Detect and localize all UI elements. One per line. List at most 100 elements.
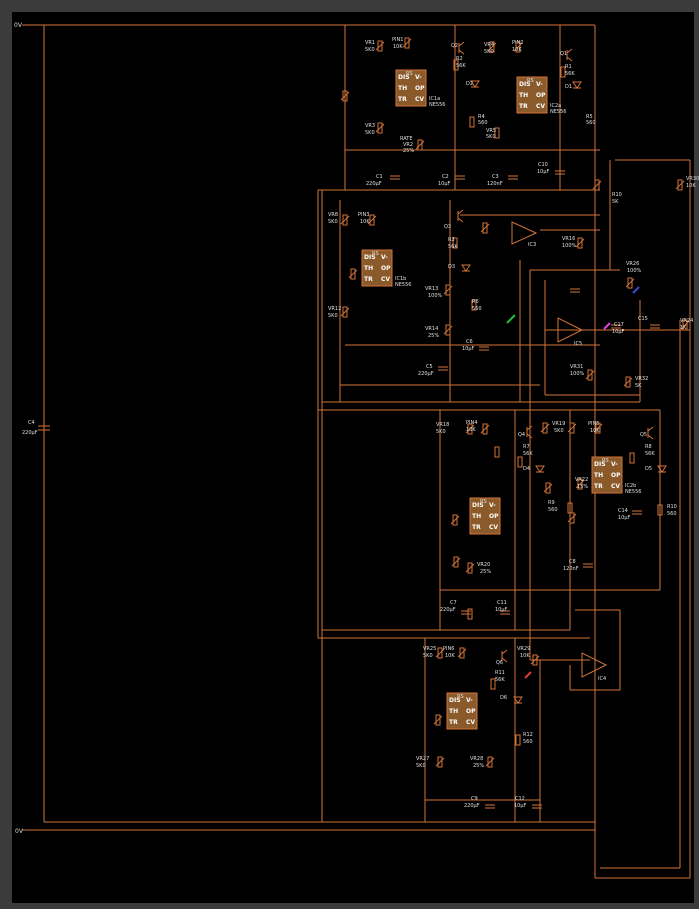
potentiometer-icon[interactable] (465, 423, 475, 435)
resistor-icon[interactable] (560, 66, 566, 78)
label-d3: D3 (448, 264, 455, 270)
potentiometer-icon[interactable] (540, 422, 550, 434)
label-vr19v: 5K0 (554, 428, 564, 434)
label-vr12v: 5K0 (328, 313, 338, 319)
potentiometer-icon[interactable] (623, 376, 633, 388)
capacitor-icon[interactable] (500, 610, 510, 615)
opamp-ic4[interactable]: IC4 (581, 652, 608, 682)
capacitor-icon[interactable] (485, 804, 495, 809)
resistor-icon[interactable] (629, 452, 635, 464)
capacitor-icon[interactable] (455, 175, 465, 180)
potentiometer-icon[interactable] (513, 41, 523, 53)
potentiometer-icon[interactable] (485, 756, 495, 768)
schematic-canvas[interactable] (12, 12, 694, 903)
resistor-icon[interactable] (517, 456, 523, 468)
resistor-icon[interactable] (469, 116, 475, 128)
potentiometer-icon[interactable] (575, 478, 585, 490)
potentiometer-icon[interactable] (487, 41, 497, 53)
potentiometer-icon[interactable] (530, 654, 540, 666)
capacitor-icon[interactable] (438, 366, 448, 371)
capacitor-c4[interactable]: C4 220µF (22, 420, 50, 436)
chip-pin-label: TR (449, 719, 458, 726)
label-pin2: PIN2 (512, 40, 523, 46)
potentiometer-icon[interactable] (443, 284, 453, 296)
potentiometer-icon[interactable] (450, 514, 460, 526)
label-c14: C14 (618, 508, 628, 514)
potentiometer-icon[interactable] (340, 306, 350, 318)
potentiometer-icon[interactable] (567, 422, 577, 434)
capacitor-icon[interactable] (461, 610, 471, 615)
resistor-icon[interactable] (471, 299, 477, 311)
potentiometer-icon[interactable] (367, 214, 377, 226)
resistor-icon[interactable] (494, 127, 500, 139)
potentiometer-icon[interactable] (415, 139, 425, 151)
potentiometer-icon[interactable] (592, 179, 602, 191)
label-c11: C11 (497, 600, 507, 606)
potentiometer-icon[interactable] (675, 179, 685, 191)
resistor-icon[interactable] (515, 734, 521, 746)
potentiometer-icon[interactable] (340, 214, 350, 226)
capacitor-icon[interactable] (570, 288, 580, 293)
capacitor-icon[interactable] (532, 804, 542, 809)
potentiometer-icon[interactable] (457, 647, 467, 659)
potentiometer-icon[interactable] (435, 647, 445, 659)
capacitor-icon[interactable] (555, 170, 565, 175)
chip-pin-label: OP (466, 708, 476, 715)
potentiometer-icon[interactable] (567, 512, 577, 524)
potentiometer-icon[interactable] (340, 90, 350, 102)
opamp-ic5[interactable]: IC5 (557, 317, 584, 347)
capacitor-icon[interactable] (583, 563, 593, 568)
potentiometer-icon[interactable] (625, 277, 635, 289)
capacitor-icon[interactable] (390, 175, 400, 180)
potentiometer-icon[interactable] (402, 37, 412, 49)
resistor-icon[interactable] (657, 504, 663, 516)
label-vr2: VR2 (403, 142, 413, 148)
label-d2: D2 (466, 81, 473, 87)
chip-pin-label: RS (457, 694, 464, 700)
potentiometer-icon[interactable] (375, 122, 385, 134)
potentiometer-icon[interactable] (348, 268, 358, 280)
label-pin1v: 10K (393, 44, 403, 50)
label-c3v: 120nF (487, 181, 503, 187)
rail-top-label: 0V (14, 22, 23, 29)
potentiometer-icon[interactable] (433, 714, 443, 726)
capacitor-icon[interactable] (479, 346, 489, 351)
potentiometer-icon[interactable] (435, 756, 445, 768)
potentiometer-icon[interactable] (480, 423, 490, 435)
opamp-ic3[interactable]: IC3 (511, 221, 538, 248)
capacitor-icon[interactable] (508, 175, 518, 180)
capacitor-icon[interactable] (611, 324, 621, 329)
label-pin4v: 10K (466, 427, 476, 433)
capacitor-icon[interactable] (650, 324, 660, 329)
resistor-icon[interactable] (494, 446, 500, 458)
resistor-icon[interactable] (453, 59, 459, 71)
potentiometer-icon[interactable] (575, 237, 585, 249)
label-c8: C8 (569, 559, 576, 565)
label-vr19: VR19 (552, 421, 565, 427)
potentiometer-icon[interactable] (443, 324, 453, 336)
potentiometer-icon[interactable] (585, 369, 595, 381)
resistor-icon[interactable] (490, 678, 496, 690)
potentiometer-icon[interactable] (680, 319, 690, 331)
potentiometer-icon[interactable] (375, 40, 385, 52)
potentiometer-icon[interactable] (451, 556, 461, 568)
potentiometer-icon[interactable] (465, 562, 475, 574)
chip-ref: IC1b (395, 276, 406, 282)
label-vr27v: 5K0 (416, 763, 426, 769)
label-r10v: 560 (667, 511, 677, 517)
capacitor-icon[interactable] (632, 510, 642, 515)
resistor-icon[interactable] (452, 237, 458, 249)
label-q1: Q1 (560, 51, 567, 57)
potentiometer-icon[interactable] (543, 482, 553, 494)
chip-pin-label: DIS (398, 74, 410, 81)
potentiometer-icon[interactable] (593, 422, 603, 434)
resistor-icon[interactable] (567, 502, 573, 514)
label-c6: C6 (466, 339, 473, 345)
potentiometer-icon[interactable] (480, 222, 490, 234)
